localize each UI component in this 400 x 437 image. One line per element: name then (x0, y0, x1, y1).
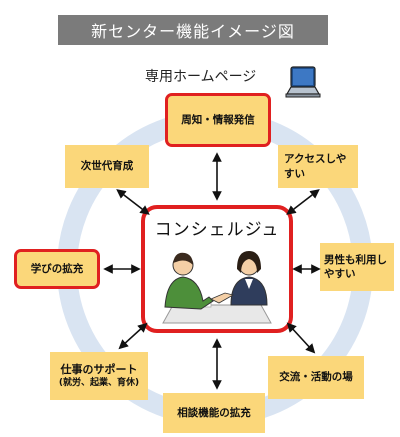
node-work-support-sub: (就労、起業、育休) (58, 378, 140, 389)
node-announce-label: 周知・情報発信 (181, 113, 255, 126)
node-consult-label: 相談機能の拡充 (177, 406, 251, 419)
node-next-gen-label: 次世代育成 (80, 160, 134, 173)
node-access-label: アクセスしやすい (284, 153, 347, 180)
diagram-title: 新センター機能イメージ図 (58, 15, 328, 45)
node-learning-label: 学びの拡充 (30, 262, 84, 275)
node-gender: 男性も利用しやすい (320, 243, 394, 291)
node-work-support-label: 仕事のサポート (60, 362, 138, 376)
homepage-label: 専用ホームページ (145, 69, 257, 85)
node-gender-label: 男性も利用しやすい (324, 253, 387, 280)
node-announce: 周知・情報発信 (165, 93, 271, 147)
node-exchange: 交流・活動の場 (268, 356, 364, 399)
center-concierge: コンシェルジュ (141, 205, 293, 333)
consultation-illustration (162, 251, 272, 324)
node-work-support: 仕事のサポート (就労、起業、育休) (50, 352, 148, 400)
laptop-icon (285, 66, 321, 98)
node-consult: 相談機能の拡充 (163, 393, 265, 433)
center-title: コンシェルジュ (154, 220, 280, 240)
node-learning: 学びの拡充 (14, 249, 100, 289)
node-next-gen: 次世代育成 (65, 145, 149, 188)
node-access: アクセスしやすい (278, 145, 358, 188)
node-exchange-label: 交流・活動の場 (279, 371, 353, 384)
